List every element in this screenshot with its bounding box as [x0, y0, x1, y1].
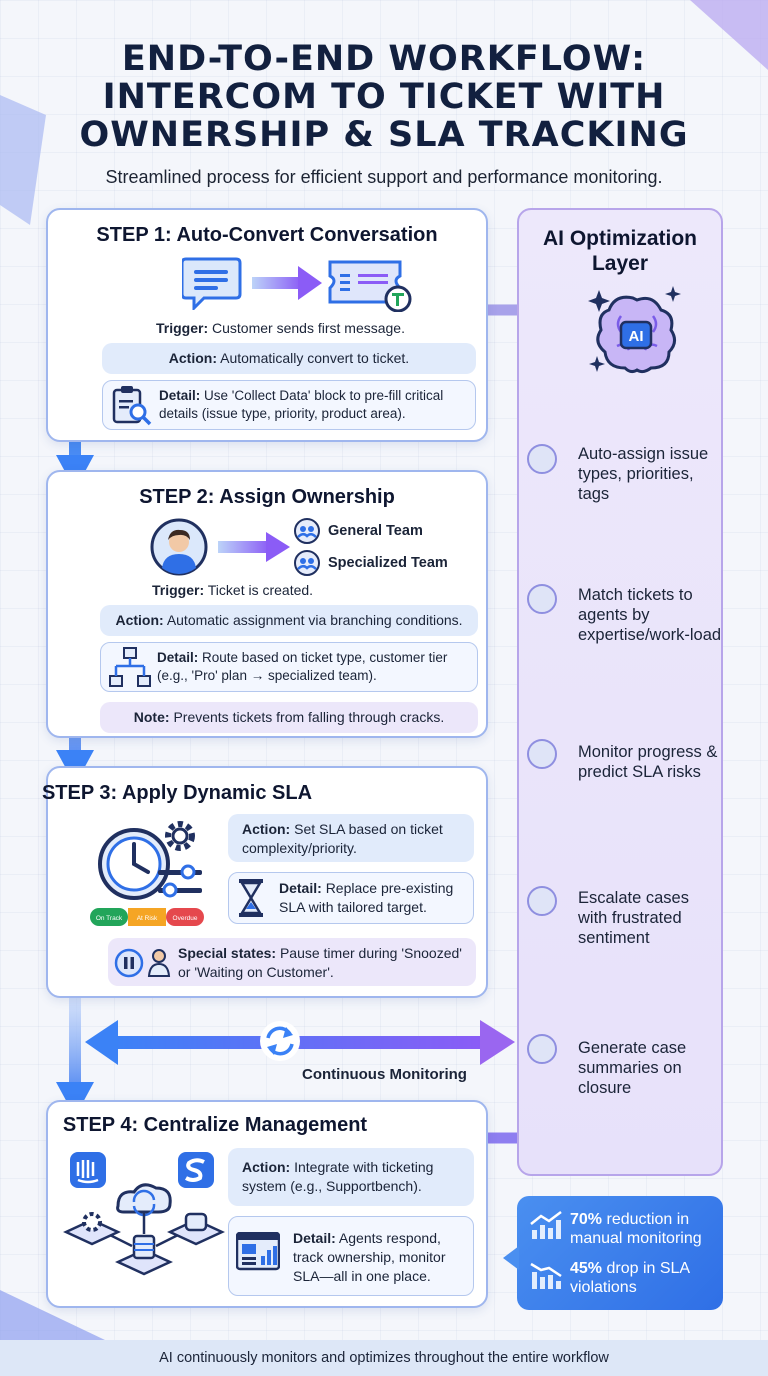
ai-item-escalate: Escalate cases with frustrated sentiment: [578, 889, 689, 947]
ai-node-icon-3: [527, 739, 557, 769]
step4-title: STEP 4: Centralize Management: [62, 1114, 368, 1136]
step1-card: STEP 1: Auto-Convert Conversation Trigge…: [46, 208, 488, 442]
step4-card: STEP 4: Centralize Management Action: In…: [46, 1100, 488, 1308]
ai-item-summaries: Generate case summaries on closure: [578, 1039, 687, 1097]
ai-brain-icon: AI: [588, 286, 681, 374]
corner-decoration-top-right: [690, 0, 768, 70]
integration-network-icon: [63, 1152, 225, 1276]
ai-node-icon-1: [527, 444, 557, 474]
footer-banner: AI continuously monitors and optimizes t…: [0, 1340, 768, 1376]
ai-node-icon-2: [527, 584, 557, 614]
waiting-person-icon: [147, 949, 171, 977]
ai-node-icon-5: [527, 1034, 557, 1064]
sync-icon: [260, 1021, 300, 1061]
decline-chart-icon: [530, 1262, 562, 1289]
page-subtitle: Streamlined process for efficient suppor…: [105, 167, 663, 187]
step2-action: Action: Automatic assignment via branchi…: [100, 605, 478, 636]
sla-at-risk-label: At Risk: [137, 915, 158, 922]
page-title: END-TO-END WORKFLOW: INTERCOM TO TICKET …: [79, 39, 689, 155]
step2-card: STEP 2: Assign Ownership General Team Sp…: [46, 470, 488, 738]
customer-avatar-icon: [150, 518, 208, 576]
stat-sla-violations-drop: 45% drop in SLA violations: [570, 1260, 690, 1296]
sla-status-bar: On Track At Risk Overdue: [90, 908, 204, 926]
step1-title: STEP 1: Auto-Convert Conversation: [96, 224, 438, 246]
hourglass-icon: [239, 879, 263, 917]
step4-action: Action: Integrate with ticketing system …: [228, 1148, 474, 1206]
sla-on-track-label: On Track: [96, 915, 123, 922]
ticket-icon: [328, 260, 412, 312]
dashboard-icon: [236, 1232, 280, 1271]
continuous-monitoring-label: Continuous Monitoring: [302, 1066, 467, 1083]
step3-title: STEP 3: Apply Dynamic SLA: [41, 782, 313, 804]
ai-item-match-agents: Match tickets to agents by expertise/wor…: [578, 586, 722, 644]
step2-detail: Detail: Route based on ticket type, cust…: [100, 642, 478, 692]
ai-node-icon-4: [527, 886, 557, 916]
step3-special-states: Special states: Pause timer during 'Snoo…: [108, 938, 476, 986]
monitoring-arrow-left: [85, 1020, 118, 1065]
step2-trigger: Trigger: Ticket is created.: [152, 582, 314, 598]
assign-arrow-icon: [218, 532, 290, 562]
specialized-team-icon: [294, 550, 320, 576]
sla-overdue-label: Overdue: [173, 915, 198, 922]
stat-monitoring-reduction: 70% reduction in manual monitoring: [570, 1211, 702, 1247]
general-team-icon: [294, 518, 320, 544]
chat-bubble-icon: [182, 257, 242, 310]
routing-flowchart-icon: [109, 647, 151, 687]
ai-optimization-panel: AI Optimization Layer AI Auto-assign iss…: [517, 208, 723, 1176]
trend-chart-icon: [530, 1211, 562, 1239]
general-team-label: General Team: [328, 523, 423, 539]
corner-decoration-top-left: [0, 95, 46, 225]
ai-item-auto-assign: Auto-assign issue types, priorities, tag…: [578, 445, 709, 503]
ai-panel-title: AI Optimization Layer: [543, 227, 697, 275]
monitoring-arrow-right: [480, 1020, 515, 1065]
arrow-step3-to-step4: [56, 1082, 94, 1117]
step2-title: STEP 2: Assign Ownership: [139, 486, 395, 508]
convert-arrow-icon: [252, 266, 322, 300]
step1-detail: Detail: Use 'Collect Data' block to pre-…: [102, 380, 476, 430]
ai-item-predict-sla: Monitor progress & predict SLA risks: [578, 743, 718, 781]
clipboard-search-icon: [112, 386, 152, 426]
pause-icon: [114, 948, 144, 978]
step3-action: Action: Set SLA based on ticket complexi…: [228, 814, 474, 862]
step1-action: Action: Automatically convert to ticket.: [102, 343, 476, 374]
step3-detail: Detail: Replace pre-existing SLA with ta…: [228, 872, 474, 924]
step2-note: Note: Prevents tickets from falling thro…: [100, 702, 478, 733]
step3-card: STEP 3: Apply Dynamic SLA On Track At Ri…: [42, 766, 488, 998]
clock-gear-icon: [98, 821, 202, 900]
step1-trigger: Trigger: Customer sends first message.: [156, 320, 405, 336]
stats-pointer: [503, 1246, 519, 1270]
specialized-team-label: Specialized Team: [328, 555, 448, 571]
impact-stats-box: 70% reduction in manual monitoring 45% d…: [503, 1196, 723, 1310]
corner-decoration-bottom-left: [0, 1290, 105, 1340]
ai-badge-text: AI: [629, 328, 644, 345]
